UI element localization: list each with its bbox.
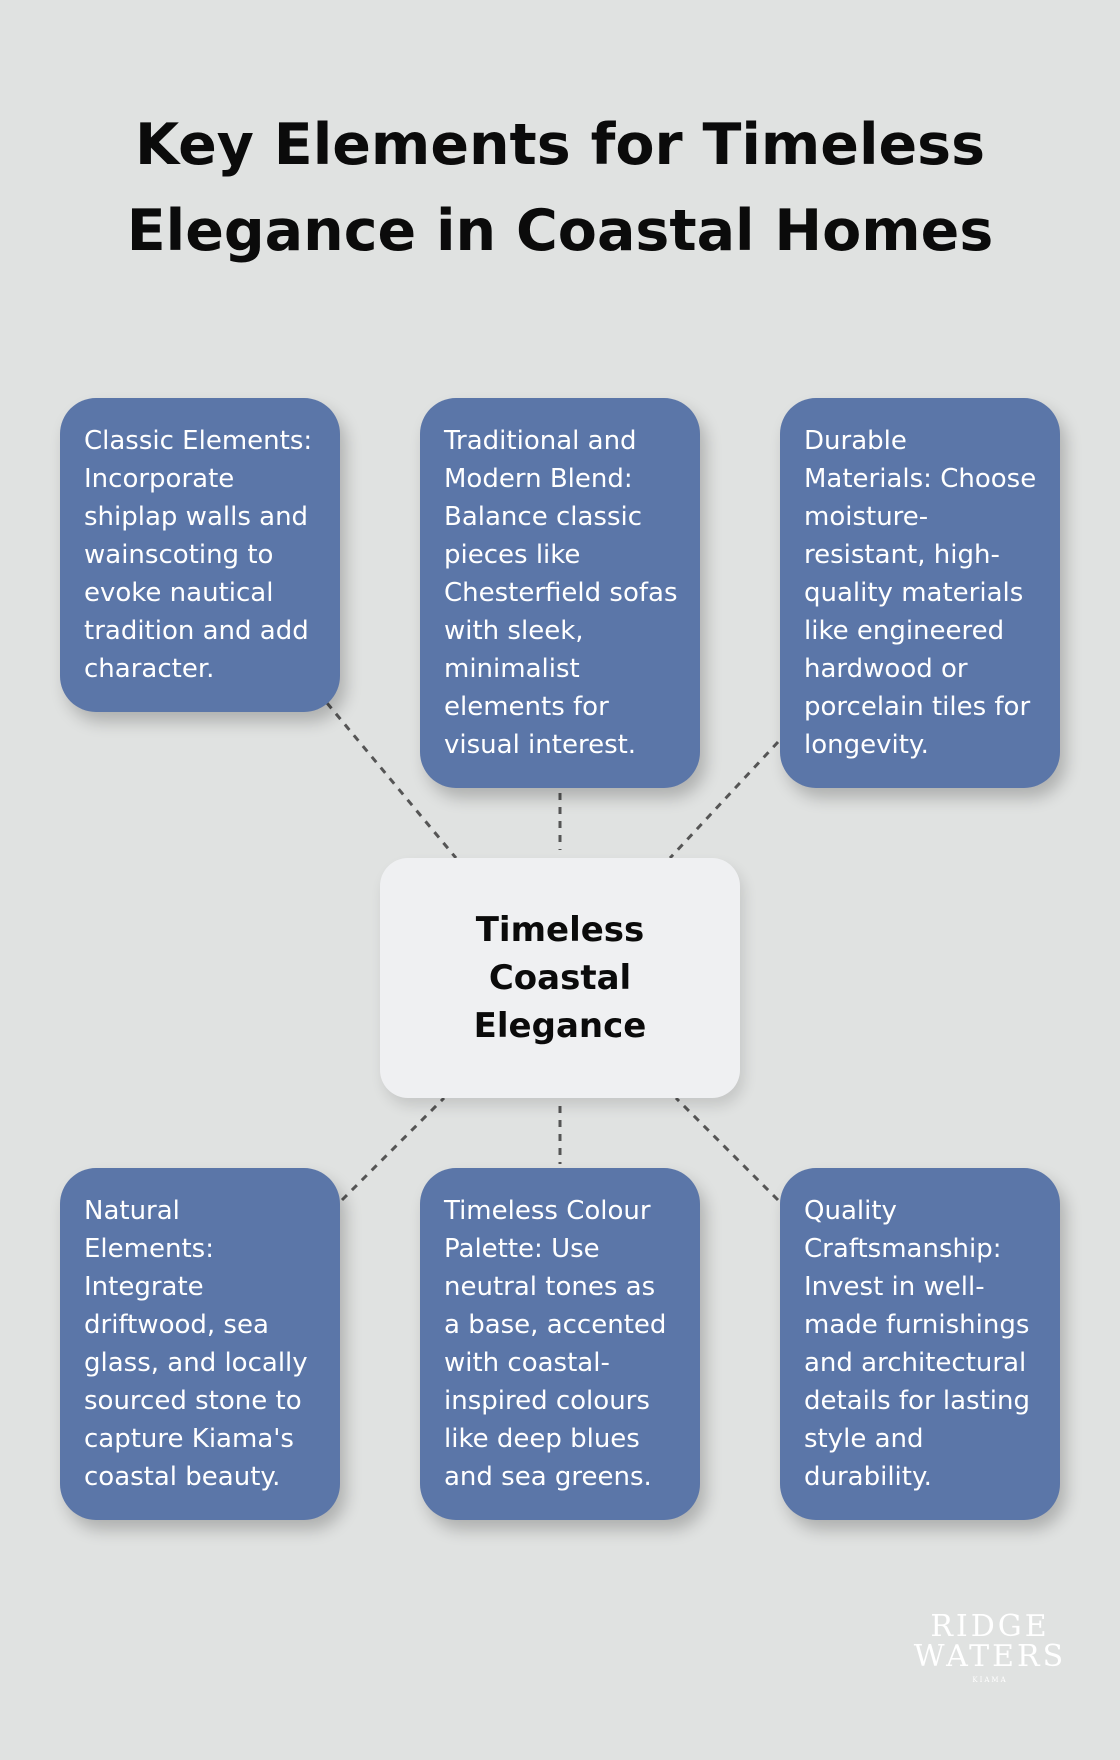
logo-line-2: WATERS (913, 1639, 1067, 1674)
center-label: Timeless Coastal Elegance (473, 910, 647, 1046)
connector-classic-elements (325, 702, 458, 859)
logo-line-1: RIDGE (930, 1609, 1050, 1644)
card-classic-elements: Classic Elements: Incorporate shiplap wa… (60, 398, 340, 712)
card-timeless-colour-palette: Timeless Colour Palette: Use neutral ton… (420, 1168, 700, 1520)
logo-line-3: KIAMA (972, 1676, 1008, 1684)
connector-natural-elements (340, 1096, 446, 1202)
card-text: Timeless Colour Palette: Use neutral ton… (444, 1196, 667, 1492)
connector-durable-materials (668, 740, 780, 860)
card-text: Quality Craftsmanship: Invest in well-ma… (804, 1196, 1031, 1492)
card-text: Traditional and Modern Blend: Balance cl… (444, 426, 678, 760)
card-durable-materials: Durable Materials: Choose moisture-resis… (780, 398, 1060, 788)
connector-quality-craftsmanship (674, 1096, 780, 1202)
card-quality-craftsmanship: Quality Craftsmanship: Invest in well-ma… (780, 1168, 1060, 1520)
title-line-1: Key Elements for Timeless (134, 112, 986, 178)
card-natural-elements: Natural Elements: Integrate driftwood, s… (60, 1168, 340, 1520)
card-text: Classic Elements: Incorporate shiplap wa… (84, 426, 313, 684)
center-node: Timeless Coastal Elegance (380, 858, 740, 1098)
card-traditional-modern-blend: Traditional and Modern Blend: Balance cl… (420, 398, 700, 788)
brand-logo: RIDGE WATERS KIAMA (900, 1612, 1080, 1686)
card-text: Natural Elements: Integrate driftwood, s… (84, 1196, 308, 1492)
card-text: Durable Materials: Choose moisture-resis… (804, 426, 1037, 760)
page-title: Key Elements for Timeless Elegance in Co… (0, 102, 1120, 274)
title-line-2: Elegance in Coastal Homes (126, 198, 994, 264)
